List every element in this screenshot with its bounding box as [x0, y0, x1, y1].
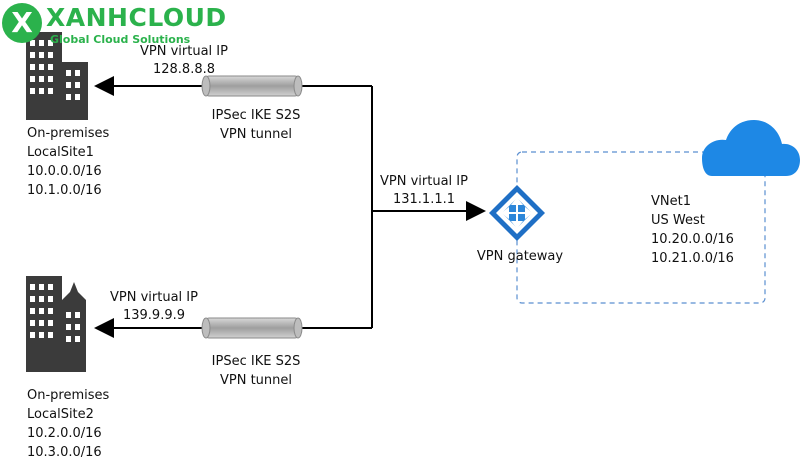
logo-mark: X [11, 6, 33, 39]
tunnel-pipe-site1 [201, 75, 303, 97]
site1-name-line1: On-premises [27, 126, 110, 141]
site1-tunnel-line1: IPSec IKE S2S [211, 108, 301, 123]
building-icon-site2 [26, 276, 86, 372]
site2-tunnel-line1: IPSec IKE S2S [211, 354, 301, 369]
gateway-vip-label: VPN virtual IP [380, 174, 468, 189]
site1-address-1: 10.0.0.0/16 [27, 164, 102, 179]
site1-tunnel-line2: VPN tunnel [219, 127, 292, 142]
site2-address-2: 10.3.0.0/16 [27, 445, 102, 460]
site1-address-2: 10.1.0.0/16 [27, 183, 102, 198]
site1-vip: 128.8.8.8 [152, 62, 216, 77]
cloud-icon [702, 120, 800, 176]
gateway-vip: 131.1.1.1 [392, 192, 456, 207]
logo-badge [2, 3, 42, 43]
logo-name: XANHCLOUD [46, 3, 227, 32]
logo-tagline: Global Cloud Solutions [50, 33, 191, 46]
site2-vip-label: VPN virtual IP [110, 290, 198, 305]
site1-name-line2: LocalSite1 [27, 145, 94, 160]
vpn-gateway-icon [489, 185, 545, 241]
tunnel-pipe-site2 [201, 317, 303, 339]
vnet-boundary [516, 151, 766, 304]
vnet-address-1: 10.20.0.0/16 [651, 232, 734, 247]
vnet-address-2: 10.21.0.0/16 [651, 251, 734, 266]
site1-vip-label: VPN virtual IP [140, 44, 228, 59]
building-icon-site1 [26, 32, 88, 120]
vnet-name: VNet1 [651, 194, 691, 209]
site2-vip: 139.9.9.9 [122, 308, 186, 323]
site2-address-1: 10.2.0.0/16 [27, 426, 102, 441]
vnet-region: US West [651, 213, 705, 228]
site2-tunnel-line2: VPN tunnel [219, 373, 292, 388]
gateway-label: VPN gateway [476, 249, 564, 264]
site2-name-line2: LocalSite2 [27, 407, 94, 422]
site2-name-line1: On-premises [27, 388, 110, 403]
